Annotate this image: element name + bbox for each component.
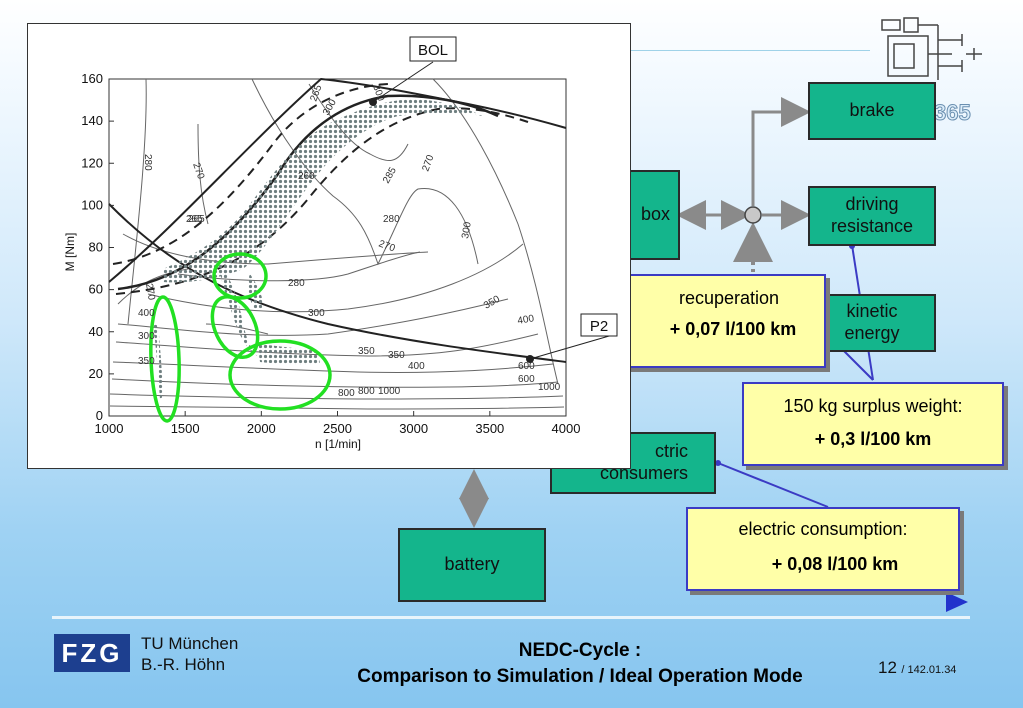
drivetrain-schematic-icon — [881, 17, 982, 80]
brake-label: brake — [849, 100, 895, 121]
contour-label: 260 — [298, 171, 315, 182]
contour-label: 400 — [138, 308, 155, 319]
contour-label: 350 — [138, 356, 155, 367]
x-axis-label: n [1/min] — [315, 437, 361, 451]
electric-consumers-label-1: ctric — [655, 441, 688, 462]
contour-label: 600 — [518, 374, 535, 385]
bol-label: BOL — [418, 42, 448, 59]
contour-label: 400 — [408, 361, 425, 372]
header-rule — [630, 50, 870, 51]
y-tick-label: 80 — [89, 240, 103, 255]
bol-leader — [372, 61, 434, 103]
electric-consumption-title: electric consumption: — [738, 519, 908, 539]
page-number: 12 / 142.01.34 — [878, 658, 956, 678]
driving-resistance-box: driving resistance — [808, 186, 936, 246]
contour-label: 300 — [138, 331, 155, 342]
kinetic-energy-label-2: energy — [844, 323, 900, 343]
x-tick-label: 3500 — [475, 421, 504, 436]
contour-label: 1000 — [378, 386, 401, 397]
operating-points — [153, 99, 483, 399]
dashed-bound-upper — [112, 83, 389, 265]
contour-label: 280 — [288, 278, 305, 289]
contour-label: 350 — [388, 350, 405, 361]
contour-label: 300 — [308, 308, 325, 319]
x-tick-label: 3000 — [399, 421, 428, 436]
bol-label-box — [409, 36, 457, 62]
logo-fragment: 365 — [934, 100, 972, 126]
fzg-logo-text: FZG — [61, 637, 123, 668]
contour-label: 350 — [358, 346, 375, 357]
electric-callout-pointer — [717, 462, 829, 508]
contour-label: 265 — [188, 214, 205, 225]
highlight-ellipse-lower — [228, 339, 332, 411]
highlight-ellipse-low-speed — [149, 295, 181, 423]
consumers-anchor — [715, 460, 721, 466]
gearbox-label: box — [640, 204, 670, 225]
next-slide-icon[interactable] — [946, 592, 968, 612]
recuperation-value: + 0,07 l/100 km — [669, 319, 797, 339]
recuperation-title: recuperation — [678, 288, 780, 308]
kinetic-energy-label-1: kinetic — [846, 301, 898, 322]
driving-resistance-label-2: resistance — [830, 216, 914, 236]
y-tick-label: 160 — [81, 71, 103, 86]
highlight-ellipse-upper — [212, 252, 268, 300]
y-tick-label: 120 — [81, 155, 103, 170]
footer-divider — [52, 616, 970, 619]
contour-label: 280 — [383, 214, 400, 225]
slide-title-line-2: Comparison to Simulation / Ideal Operati… — [357, 666, 803, 687]
driving-resistance-label-1: driving — [845, 194, 899, 215]
x-tick-label: 2500 — [323, 421, 352, 436]
contour-label: 270 — [143, 283, 157, 302]
y-tick-label: 140 — [81, 113, 103, 128]
fzg-logo: FZG — [54, 634, 130, 672]
highlight-ellipses — [149, 252, 332, 423]
x-ticks: 1000 1500 2000 2500 3000 3500 4000 — [95, 411, 581, 436]
page-number-value: 12 — [878, 658, 897, 677]
footer-author: B.-R. Höhn — [141, 655, 226, 674]
battery-box: battery — [398, 528, 546, 602]
contour-label: 300 — [460, 221, 474, 240]
x-tick-label: 1000 — [95, 421, 124, 436]
electric-consumption-value: + 0,08 l/100 km — [771, 554, 899, 574]
y-tick-label: 20 — [89, 366, 103, 381]
contour-label: 600 — [518, 361, 535, 372]
battery-label: battery — [444, 554, 500, 575]
page-number-suffix: / 142.01.34 — [901, 664, 957, 676]
contour-label: 400 — [517, 313, 536, 327]
highlight-ellipse-transition — [210, 295, 260, 359]
contour-label: 800 — [338, 388, 355, 399]
y-tick-label: 40 — [89, 324, 103, 339]
full-load-curve — [108, 77, 567, 283]
recuperation-callout: recuperation + 0,07 l/100 km — [604, 274, 826, 368]
brake-box: brake — [808, 82, 936, 140]
electric-consumption-callout: electric consumption: + 0,08 l/100 km — [686, 507, 960, 591]
x-tick-label: 1500 — [171, 421, 200, 436]
footer-institution: TU München — [141, 634, 239, 653]
p2-leader — [529, 333, 617, 360]
kinetic-energy-box: kinetic energy — [808, 294, 936, 352]
y-tick-label: 0 — [96, 408, 103, 423]
drag-curve — [108, 203, 567, 363]
x-tick-label: 2000 — [247, 421, 276, 436]
y-ticks: 0 20 40 60 80 100 120 140 160 — [81, 71, 114, 423]
x-tick-label: 4000 — [552, 421, 581, 436]
weight-title: 150 kg surplus weight: — [783, 396, 963, 416]
p2-label: P2 — [590, 318, 608, 335]
weight-value: + 0,3 l/100 km — [814, 429, 932, 449]
junction-brake-arrow — [751, 97, 811, 206]
weight-callout: 150 kg surplus weight: + 0,3 l/100 km — [742, 382, 1004, 466]
contour-label: 280 — [142, 154, 153, 171]
y-tick-label: 100 — [81, 197, 103, 212]
junction-node — [744, 206, 762, 224]
y-axis-label: M [Nm] — [63, 233, 77, 272]
slide-title-line-1: NEDC-Cycle : — [518, 640, 642, 661]
p2-label-box — [580, 313, 618, 337]
contour-label: 1000 — [538, 382, 561, 393]
contour-label: 800 — [358, 386, 375, 397]
contour-label: 265 — [186, 214, 203, 225]
y-tick-label: 60 — [89, 282, 103, 297]
